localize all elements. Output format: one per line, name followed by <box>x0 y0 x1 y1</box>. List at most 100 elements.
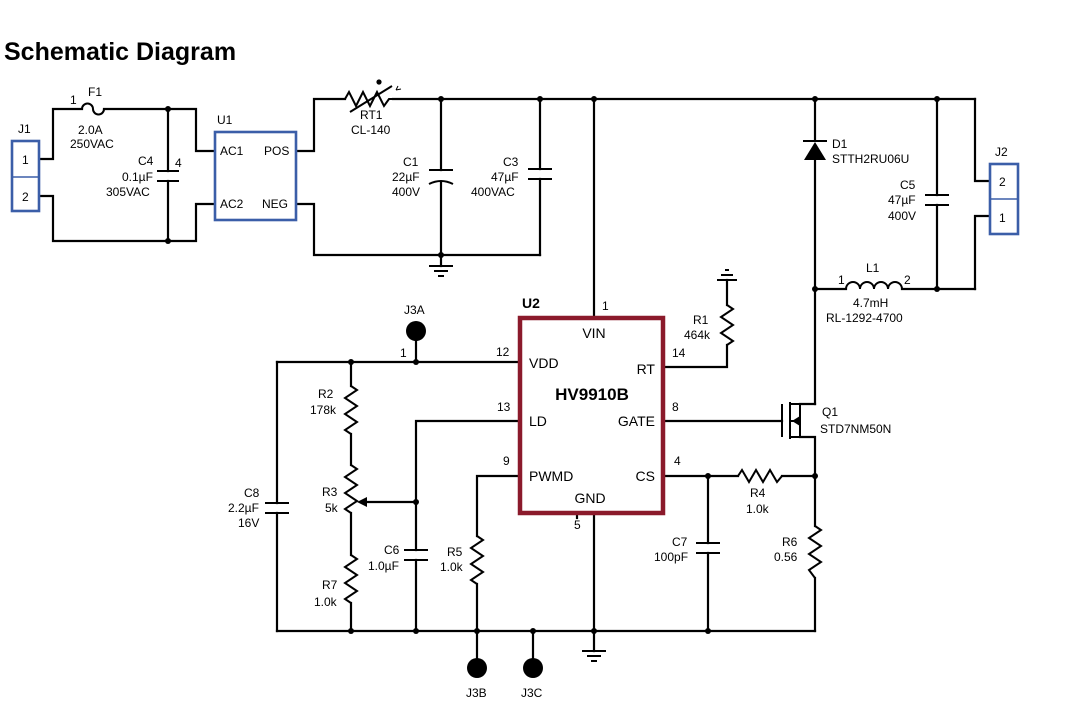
l1-ref: L1 <box>866 261 880 275</box>
potentiometer-r3: R3 5k <box>322 464 416 515</box>
j3a-pin: 1 <box>400 346 407 360</box>
pin-vin-num: 1 <box>602 299 609 313</box>
test-point-j3a: J3A 1 <box>400 303 426 360</box>
c6-ref: C6 <box>384 543 400 557</box>
pin-gate-num: 8 <box>672 400 679 414</box>
c6-value: 1.0µF <box>368 559 399 573</box>
u1-neg: NEG <box>262 197 288 211</box>
junction-dots <box>165 96 940 634</box>
r3-ref: R3 <box>322 485 338 499</box>
r6-ref: R6 <box>782 535 798 549</box>
ground-symbol-r1 <box>717 269 737 281</box>
pin-rt-num: 14 <box>672 346 686 360</box>
c3-voltage: 400VAC <box>471 185 515 199</box>
ground-symbol-main <box>582 650 606 662</box>
j3b-ref: J3B <box>466 686 487 700</box>
pin-ld-name: LD <box>529 413 547 429</box>
pin-gnd-name: GND <box>574 490 605 506</box>
j1-pin2: 2 <box>22 190 29 204</box>
controller-ic-u2: U2 HV9910B VIN 1 VDD 12 RT 14 LD 13 GATE… <box>496 295 686 532</box>
d1-ref: D1 <box>832 137 848 151</box>
pin-vdd-name: VDD <box>529 355 559 371</box>
c4-value: 0.1µF <box>122 170 153 184</box>
rt1-value: CL-140 <box>351 123 391 137</box>
q1-part: STD7NM50N <box>820 422 891 436</box>
resistor-r2: R2 178k <box>310 385 359 435</box>
pin-pwmd-num: 9 <box>503 454 510 468</box>
resistor-r7: R7 1.0k <box>314 554 359 609</box>
u2-part: HV9910B <box>555 385 629 404</box>
r7-value: 1.0k <box>314 595 338 609</box>
c5-ref: C5 <box>900 178 916 192</box>
pin-ld-num: 13 <box>497 400 511 414</box>
c7-value: 100pF <box>654 550 688 564</box>
capacitor-c4: C4 0.1µF 305VAC 4 <box>106 154 182 199</box>
r6-value: 0.56 <box>774 550 798 564</box>
capacitor-c5: C5 47µF 400V <box>888 178 949 223</box>
u2-ref: U2 <box>522 295 540 311</box>
c4-ref: C4 <box>138 154 154 168</box>
capacitor-c1: C1 22µF 400V <box>392 155 454 199</box>
resistor-r5: R5 1.0k <box>440 535 485 585</box>
test-point-j3c: J3C <box>521 658 543 700</box>
l1-pin2: 2 <box>904 273 911 287</box>
capacitor-c8: C8 2.2µF 16V <box>228 486 289 530</box>
page-title: Schematic Diagram <box>4 38 237 66</box>
c4-pin: 4 <box>175 156 182 170</box>
rt1-ref: RT1 <box>360 108 383 122</box>
r2-value: 178k <box>310 403 337 417</box>
q1-ref: Q1 <box>822 405 838 419</box>
connector-j2: J2 2 1 <box>988 145 1020 236</box>
pin-rt-name: RT <box>637 361 656 377</box>
r3-value: 5k <box>325 501 339 515</box>
r1-value: 464k <box>684 328 711 342</box>
connector-j1: J1 1 2 <box>10 122 41 213</box>
r7-ref: R7 <box>322 578 338 592</box>
u1-ac2: AC2 <box>220 197 244 211</box>
fuse-f1: F1 1 2.0A 250VAC <box>70 85 114 151</box>
c3-ref: C3 <box>503 155 519 169</box>
capacitor-c7: C7 100pF <box>654 535 720 564</box>
capacitor-c3: C3 47µF 400VAC <box>471 155 552 199</box>
mosfet-q1: Q1 STD7NM50N <box>781 402 891 439</box>
c8-value: 2.2µF <box>228 501 259 515</box>
ground-symbol-input <box>429 265 453 277</box>
resistor-r4: R4 1.0k <box>737 468 783 516</box>
r1-ref: R1 <box>693 313 709 327</box>
r2-ref: R2 <box>318 387 334 401</box>
thermistor-rt1: RT1 CL-140 <box>344 79 402 137</box>
l1-part: RL-1292-4700 <box>826 311 903 325</box>
diode-d1: D1 STTH2RU06U <box>803 137 909 166</box>
wires <box>38 97 992 660</box>
j2-ref: J2 <box>995 145 1008 159</box>
r4-value: 1.0k <box>746 502 770 516</box>
c5-value: 47µF <box>888 193 916 207</box>
inductor-l1: L1 1 2 4.7mH RL-1292-4700 <box>826 261 911 325</box>
f1-pin: 1 <box>70 93 77 107</box>
j3c-ref: J3C <box>521 686 543 700</box>
c8-voltage: 16V <box>238 516 259 530</box>
pin-cs-num: 4 <box>674 454 681 468</box>
r4-ref: R4 <box>750 486 766 500</box>
d1-part: STTH2RU06U <box>832 152 909 166</box>
pin-cs-name: CS <box>636 468 655 484</box>
j2-pin2: 2 <box>999 175 1006 189</box>
j2-pin1: 1 <box>999 211 1006 225</box>
bridge-rectifier-u1: U1 AC1 POS AC2 NEG <box>213 113 298 222</box>
c1-value: 22µF <box>392 170 420 184</box>
r5-ref: R5 <box>447 545 463 559</box>
c3-value: 47µF <box>491 170 519 184</box>
pin-vin-name: VIN <box>582 325 605 341</box>
u1-ac1: AC1 <box>220 144 244 158</box>
c1-ref: C1 <box>403 155 419 169</box>
pin-gnd-num: 5 <box>574 518 581 532</box>
c4-voltage: 305VAC <box>106 185 150 199</box>
capacitor-c6: C6 1.0µF <box>368 543 428 573</box>
resistor-r1: R1 464k <box>684 304 735 346</box>
f1-ref: F1 <box>88 85 102 99</box>
pin-vdd-num: 12 <box>496 345 510 359</box>
c1-voltage: 400V <box>392 185 420 199</box>
u1-ref: U1 <box>217 113 233 127</box>
f1-voltage: 250VAC <box>70 137 114 151</box>
pin-gate-name: GATE <box>618 413 655 429</box>
